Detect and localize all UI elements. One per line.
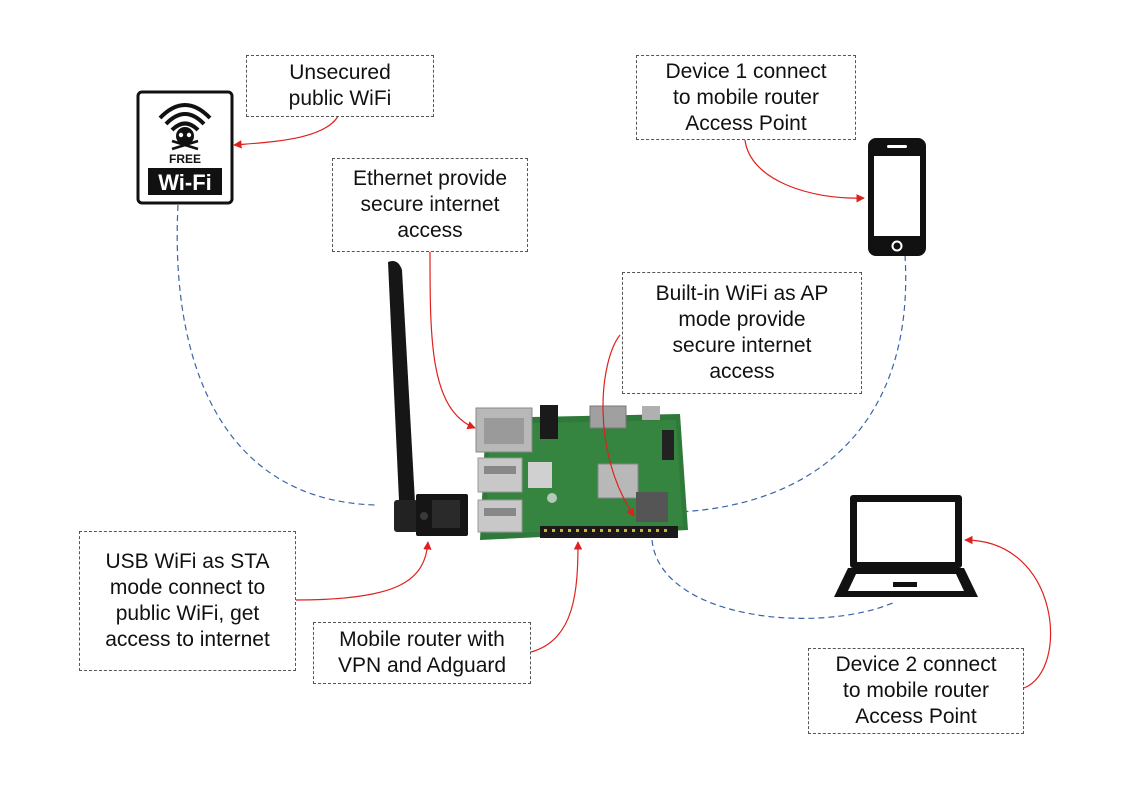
callout-device2: Device 2 connect to mobile router Access…	[808, 648, 1024, 734]
callout-mobile-router-line-2: VPN and Adguard	[337, 654, 507, 677]
callout-ethernet-line-2: secure internet	[360, 193, 500, 216]
arrow-mobile-router	[530, 541, 583, 653]
arrow-ethernet	[429, 251, 476, 430]
callout-builtin-wifi-line-4: access	[709, 360, 775, 383]
callout-builtin-wifi-line-3: secure internet	[672, 334, 812, 357]
callout-usb-wifi-line-4: access to internet	[105, 628, 270, 651]
callout-usb-wifi-line-2: mode connect to	[109, 576, 266, 599]
link-ap-to-device2	[651, 539, 896, 619]
arrow-usb-wifi	[295, 541, 432, 601]
callout-device1-line-2: to mobile router	[673, 85, 819, 109]
callout-unsecured-wifi-line-2: public WiFi	[288, 87, 392, 110]
callout-usb-wifi-line-1: USB WiFi as STA	[105, 550, 270, 573]
callout-ethernet: Ethernet provide secure internet access	[332, 158, 528, 252]
wifi-sign-free-text: FREE	[169, 152, 201, 166]
smartphone-icon	[868, 138, 926, 256]
callout-mobile-router: Mobile router with VPN and Adguard	[313, 622, 531, 684]
callout-device2-line-3: Access Point	[855, 705, 977, 728]
laptop-icon	[834, 495, 978, 597]
callout-builtin-wifi: Built-in WiFi as AP mode provide secure …	[622, 272, 862, 394]
link-public-wifi-to-usb	[176, 204, 376, 506]
callout-device2-line-2: to mobile router	[843, 679, 989, 702]
callout-device1: Device 1 connect to mobile router Access…	[636, 55, 856, 140]
wifi-sign-wifi-text: Wi-Fi	[158, 170, 212, 195]
callout-ethernet-line-1: Ethernet provide	[352, 167, 508, 190]
callout-device1-line-3: Access Point	[685, 111, 807, 135]
arrow-device2	[964, 535, 1052, 689]
callout-unsecured-wifi-line-1: Unsecured	[289, 61, 391, 84]
callout-ethernet-line-3: access	[397, 219, 463, 242]
link-ap-to-device1	[677, 254, 907, 513]
arrow-device1	[744, 139, 865, 203]
callout-mobile-router-line-1: Mobile router with	[339, 628, 505, 651]
free-wifi-sign-icon	[136, 90, 234, 205]
arrow-builtin-wifi	[602, 334, 635, 517]
callout-usb-wifi: USB WiFi as STA mode connect to public W…	[79, 531, 296, 671]
callout-builtin-wifi-line-2: mode provide	[678, 308, 806, 331]
callout-device1-line-1: Device 1 connect	[665, 59, 827, 83]
callout-device2-line-1: Device 2 connect	[835, 653, 997, 676]
callout-usb-wifi-line-3: public WiFi, get	[115, 602, 260, 625]
callout-unsecured-wifi: Unsecured public WiFi	[246, 55, 434, 117]
antenna-icon	[388, 261, 418, 532]
usb-wifi-adapter-icon	[416, 494, 468, 536]
callout-builtin-wifi-line-1: Built-in WiFi as AP	[655, 282, 829, 305]
raspberry-pi-board	[475, 405, 688, 540]
arrow-unsecured-wifi	[233, 111, 341, 149]
